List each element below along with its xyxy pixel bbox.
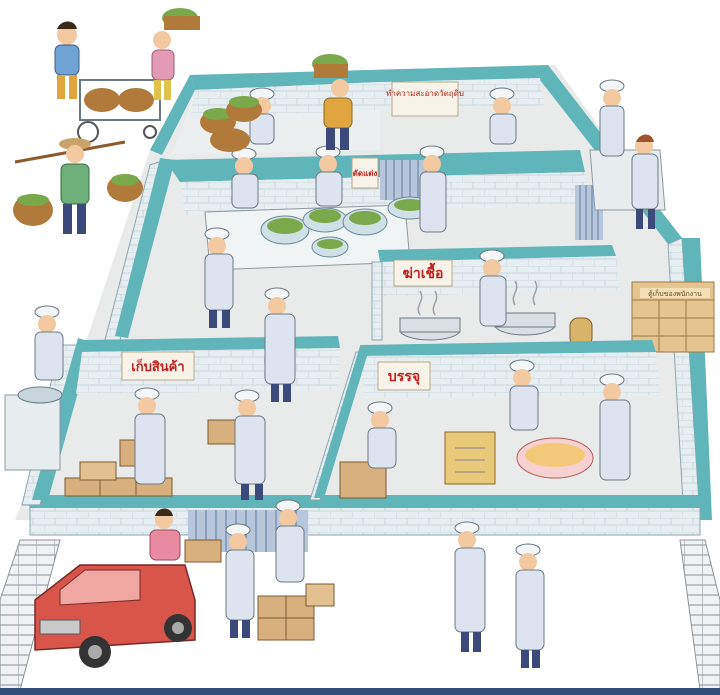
box-stack-front (257, 583, 335, 641)
strip-curtain-right-lines (579, 185, 599, 240)
sterilize-room-left-wall (371, 261, 383, 341)
packing-sign-board (377, 361, 431, 391)
sterilize-sign-text: ฆ่าเชื้อ (403, 262, 444, 282)
employee-locker: ตู้เก็บของพนักงาน (631, 281, 715, 353)
packing-trays (339, 431, 594, 499)
left-outer-wall (150, 75, 195, 155)
front-wall-top (25, 495, 705, 508)
bottom-ground-strip (0, 688, 720, 695)
packing-room-wall-top (360, 340, 656, 356)
storage-sign-board (121, 351, 195, 381)
cut-sign-text: ตัดแต่ง (353, 169, 378, 178)
storage-sign-text: เก็บสินค้า (131, 357, 184, 375)
packing-room-left-wall-top (314, 346, 370, 498)
sidewalk-right (679, 539, 720, 691)
wash-sign-board (391, 81, 459, 117)
delivery-truck (34, 508, 222, 668)
workers (34, 79, 659, 668)
front-wall-face (29, 504, 701, 536)
sterilize-sign-board (393, 259, 453, 287)
cut-sign-board (351, 157, 379, 189)
farmers (13, 8, 353, 234)
packing-room-backwall (362, 352, 660, 398)
strip-curtain-top-lines (385, 160, 427, 200)
boiling-pots (399, 280, 556, 341)
mango-bowls (260, 196, 433, 258)
back-wall (190, 65, 552, 90)
wash-sign-text: ทำความสะอาดวัตถุดิบ (386, 89, 464, 98)
locker-sign-text: ตู้เก็บของพนักงาน (648, 289, 702, 298)
storage-room-backwall (76, 348, 340, 394)
cut-room-left-wall-top (115, 158, 175, 338)
handwash-station (4, 386, 63, 471)
packing-sign-text: บรรจุ (388, 369, 420, 385)
